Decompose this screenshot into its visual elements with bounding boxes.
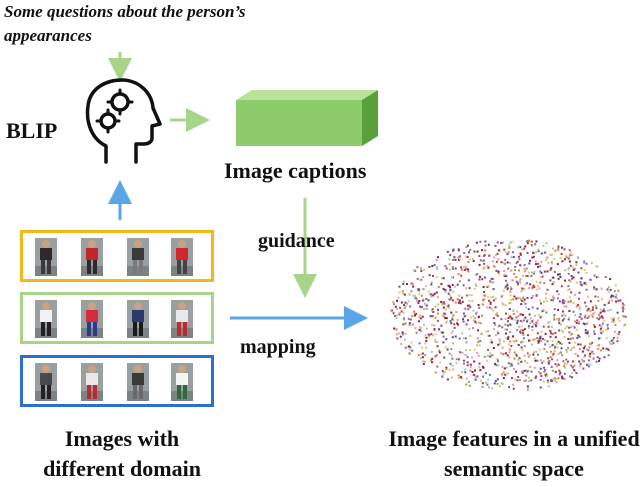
pedestrian-thumbnail <box>171 363 193 401</box>
pedestrian-thumbnail <box>35 300 57 338</box>
pedestrian-thumbnail <box>171 300 193 338</box>
pedestrian-thumbnail <box>81 363 103 401</box>
guidance-label: guidance <box>258 230 335 252</box>
questions-text: Some questions about the person’s appear… <box>4 2 246 45</box>
mapping-label: mapping <box>240 336 316 358</box>
images-domain-label: Images with different domain <box>43 426 201 481</box>
pedestrian-thumbnail <box>35 363 57 401</box>
pedestrian-thumbnail <box>81 238 103 276</box>
pedestrian-thumbnail <box>127 300 149 338</box>
head-gears-icon <box>85 78 162 164</box>
pedestrian-thumbnail <box>35 238 57 276</box>
captions-label: Image captions <box>224 158 367 183</box>
pedestrian-thumbnail <box>127 238 149 276</box>
pedestrian-thumbnail <box>81 300 103 338</box>
pedestrian-thumbnail <box>171 238 193 276</box>
image-row-domain-b <box>20 292 214 344</box>
image-row-domain-a <box>20 230 214 282</box>
caption-box-icon <box>236 90 378 146</box>
blip-label: BLIP <box>6 118 58 143</box>
pedestrian-thumbnail <box>127 363 149 401</box>
unified-space-label: Image features in a unified semantic spa… <box>388 426 640 481</box>
image-row-domain-c <box>20 355 214 407</box>
feature-scatter-cloud <box>390 239 627 391</box>
